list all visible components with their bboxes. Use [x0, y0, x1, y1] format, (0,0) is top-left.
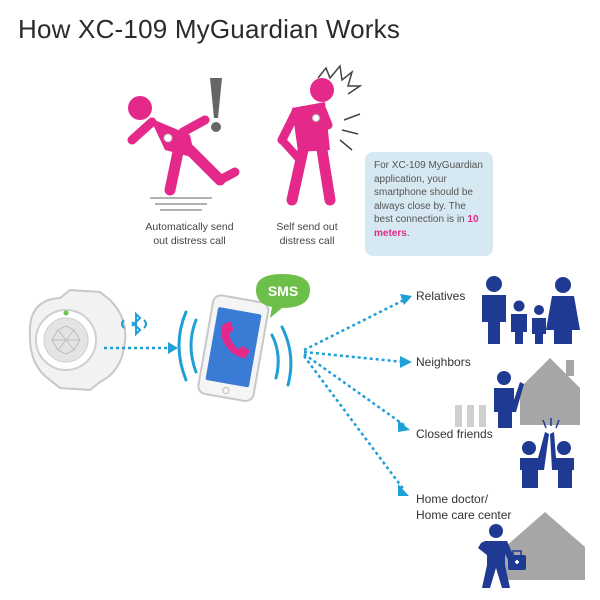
smartphone-icon [177, 294, 293, 403]
contact-label-home-doctor: Home doctor/ Home care center [416, 492, 512, 522]
page-title: How XC-109 MyGuardian Works [18, 14, 401, 44]
contact-label-relatives: Relatives [416, 289, 466, 303]
arrowhead [168, 342, 178, 354]
family-icon [482, 276, 580, 344]
bluetooth-icon [121, 311, 147, 337]
fence-icon [455, 405, 486, 427]
sms-badge-label: SMS [268, 283, 298, 299]
high-five-icon [520, 418, 574, 488]
pain-burst-icon [317, 64, 363, 151]
neighbor-icon [494, 371, 524, 428]
house-icon [520, 358, 580, 425]
sms-bubble-icon [256, 274, 310, 318]
range-highlight: 10 meters [374, 214, 479, 239]
ground-lines [150, 197, 212, 211]
auto-call-caption: Automatically send out distress call [145, 221, 234, 247]
self-call-caption: Self send out distress call [276, 221, 338, 247]
doctor-icon [478, 524, 518, 588]
connection-info-box: For XC-109 MyGuardian application, your … [365, 152, 493, 256]
info-end: . [406, 227, 410, 239]
falling-person-icon [127, 96, 240, 196]
contact-label-neighbors: Neighbors [416, 355, 471, 369]
contact-arrows [302, 298, 406, 491]
contact-arrowheads [398, 294, 412, 496]
device-icon [28, 288, 127, 392]
medical-bag-icon [508, 550, 526, 570]
hurt-person-icon [277, 78, 336, 206]
contact-label-friends: Closed friends [416, 427, 493, 441]
exclamation-icon [210, 78, 222, 132]
info-text: For XC-109 MyGuardian application, your … [374, 160, 483, 225]
